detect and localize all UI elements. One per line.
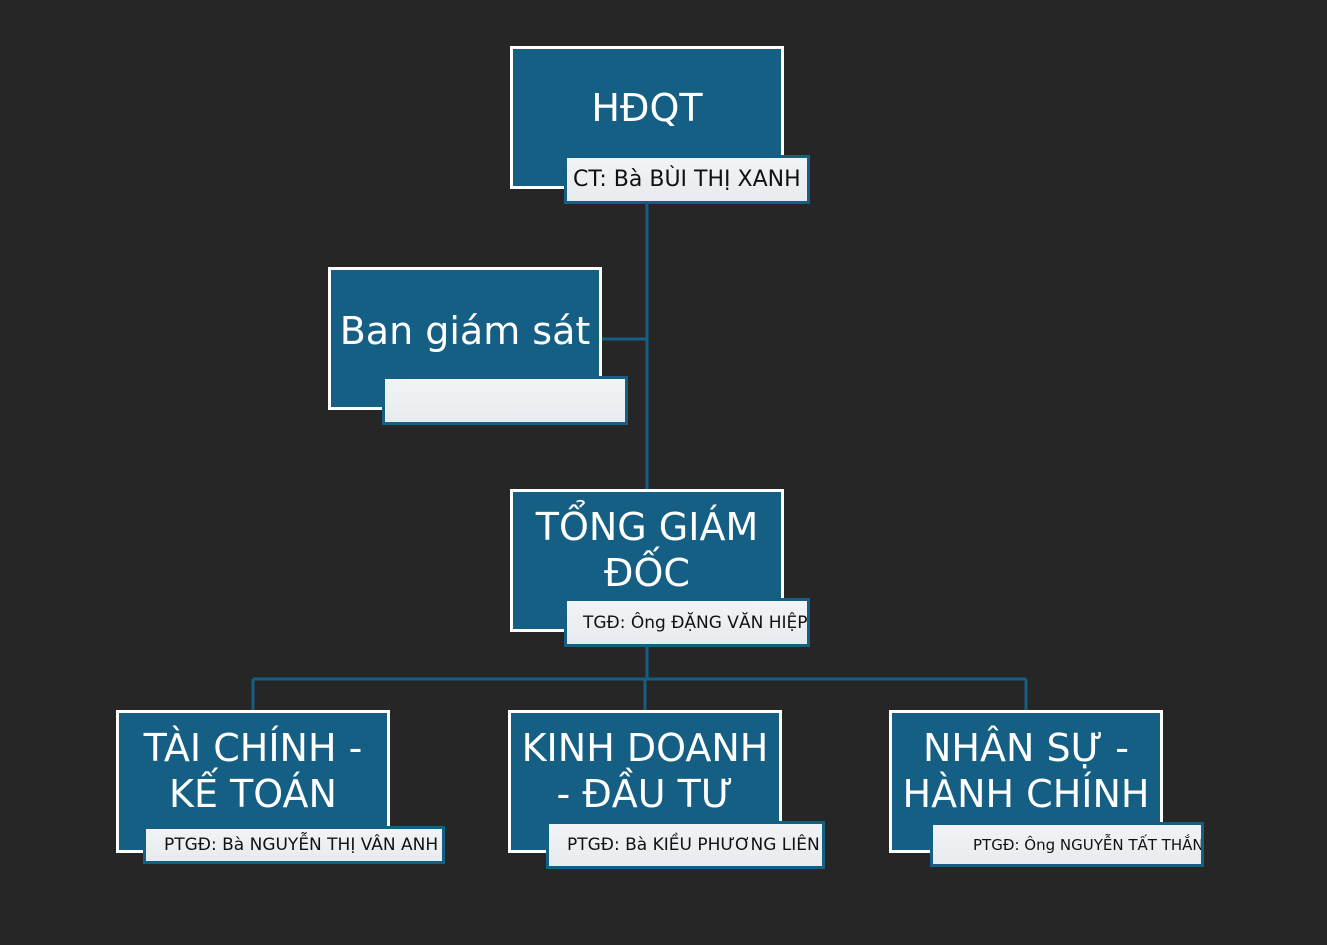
node-kinh-doanh-dau-tu-label: PTGĐ: Bà KIỀU PHƯƠNG LIÊN — [546, 821, 825, 869]
node-nhan-su-hanh-chinh-label-text: PTGĐ: Ông NGUYỄN TẤT THẮNG — [973, 835, 1204, 854]
node-kinh-doanh-dau-tu-title: KINH DOANH - ĐẦU TƯ — [521, 726, 769, 817]
node-nhan-su-hanh-chinh-label: PTGĐ: Ông NGUYỄN TẤT THẮNG — [930, 822, 1204, 867]
node-tong-giam-doc-title: TỔNG GIÁM ĐỐC — [535, 505, 759, 596]
node-tong-giam-doc-label: TGĐ: Ông ĐẶNG VĂN HIỆP — [564, 598, 810, 647]
node-tai-chinh-ke-toan-label: PTGĐ: Bà NGUYỄN THỊ VÂN ANH — [143, 826, 445, 864]
node-hdqt-label: CT: Bà BÙI THỊ XANH — [564, 155, 810, 204]
node-ban-giam-sat-label — [382, 376, 628, 425]
node-tai-chinh-ke-toan-title: TÀI CHÍNH - KẾ TOÁN — [143, 726, 363, 817]
node-hdqt-label-text: CT: Bà BÙI THỊ XANH — [573, 167, 801, 192]
node-ban-giam-sat-title: Ban giám sát — [339, 309, 591, 353]
node-tai-chinh-ke-toan-label-text: PTGĐ: Bà NGUYỄN THỊ VÂN ANH — [164, 835, 439, 855]
node-tong-giam-doc-label-text: TGĐ: Ông ĐẶNG VĂN HIỆP — [583, 612, 808, 633]
node-kinh-doanh-dau-tu-label-text: PTGĐ: Bà KIỀU PHƯƠNG LIÊN — [567, 835, 820, 855]
node-hdqt-title: HĐQT — [591, 86, 703, 130]
node-nhan-su-hanh-chinh-title: NHÂN SỰ - HÀNH CHÍNH — [902, 726, 1150, 817]
